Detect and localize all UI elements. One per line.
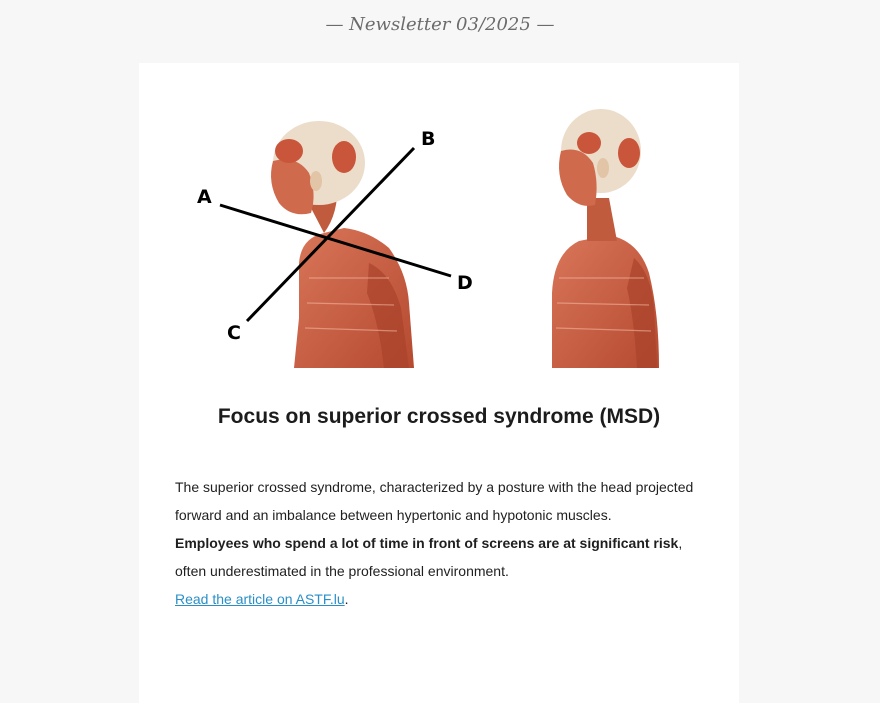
- article-paragraph-2: Employees who spend a lot of time in fro…: [175, 529, 705, 585]
- label-d: D: [457, 272, 473, 294]
- article-link-line: Read the article on ASTF.lu.: [175, 585, 705, 613]
- label-a: A: [197, 186, 212, 208]
- article-paragraph-1: The superior crossed syndrome, character…: [175, 479, 694, 523]
- article-body: The superior crossed syndrome, character…: [175, 473, 705, 613]
- posture-illustration: A B C D: [197, 109, 659, 368]
- forward-head-figure: [271, 121, 414, 368]
- risk-context: , often underestimated in the profession…: [175, 535, 683, 579]
- article-card: A B C D Focus on superior crossed syndro…: [139, 63, 739, 703]
- article-title: Focus on superior crossed syndrome (MSD): [217, 405, 661, 428]
- read-article-link[interactable]: Read the article on ASTF.lu: [175, 591, 345, 607]
- risk-statement: Employees who spend a lot of time in fro…: [175, 535, 679, 551]
- label-b: B: [421, 128, 435, 150]
- newsletter-label: — Newsletter 03/2025 —: [325, 14, 555, 35]
- link-suffix: .: [344, 591, 349, 607]
- label-c: C: [227, 322, 241, 344]
- crossed-lines: [219, 146, 452, 323]
- neutral-posture-figure: [552, 109, 659, 368]
